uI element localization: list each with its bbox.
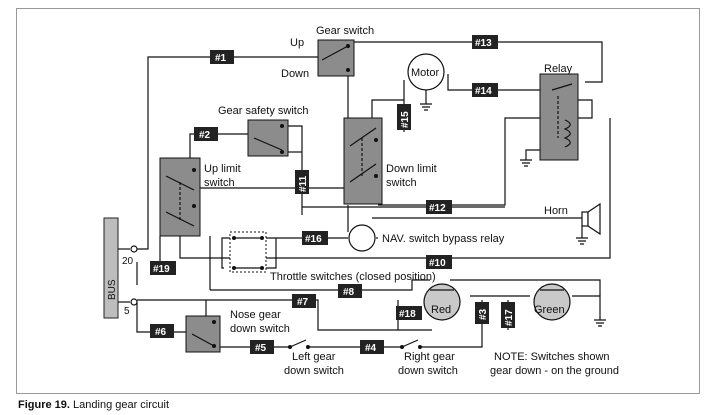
right-gear-down-switch: Right gear down switch: [398, 339, 458, 377]
svg-text:#3: #3: [478, 308, 489, 320]
down-limit-switch-label-2: switch: [386, 177, 417, 189]
wire-tag-5: #5: [250, 340, 274, 354]
wire-tag-3: #3: [475, 302, 489, 324]
svg-text:#8: #8: [343, 287, 355, 298]
note-line-1: NOTE: Switches shown: [494, 351, 610, 363]
wire-tag-17: #17: [501, 302, 515, 328]
up-limit-switch-label-2: switch: [204, 177, 235, 189]
nose-gear-label-1: Nose gear: [230, 309, 281, 321]
wire-tag-19: #19: [150, 261, 176, 275]
left-gear-label-2: down switch: [284, 365, 344, 377]
right-gear-label-2: down switch: [398, 365, 458, 377]
wire-tag-11: #11: [295, 170, 309, 194]
note-line-2: gear down - on the ground: [490, 365, 619, 377]
svg-text:#10: #10: [429, 258, 446, 269]
svg-text:#18: #18: [399, 309, 416, 320]
up-limit-switch-label-1: Up limit: [204, 163, 241, 175]
svg-text:#15: #15: [400, 111, 411, 128]
down-limit-switch: Down limit switch: [343, 117, 437, 205]
up-limit-switch: Up limit switch: [159, 157, 241, 237]
horn: Horn: [544, 202, 601, 236]
svg-text:#1: #1: [215, 53, 227, 64]
figure-title: Landing gear circuit: [73, 399, 170, 411]
motor: Motor: [407, 53, 445, 91]
red-light-label: Red: [431, 304, 451, 316]
red-indicator-light: Red: [423, 283, 461, 321]
relay: Relay: [539, 63, 579, 161]
nav-switch-bypass-relay: NAV. switch bypass relay: [348, 224, 505, 252]
svg-text:#11: #11: [298, 175, 309, 192]
left-gear-down-switch: Left gear down switch: [284, 339, 344, 377]
nose-gear-label-2: down switch: [230, 323, 290, 335]
svg-text:#7: #7: [297, 297, 309, 308]
svg-text:#12: #12: [429, 203, 446, 214]
gear-safety-switch: Gear safety switch: [218, 105, 308, 157]
nav-bypass-label: NAV. switch bypass relay: [382, 233, 505, 245]
svg-text:#5: #5: [255, 343, 267, 354]
down-limit-switch-label-1: Down limit: [386, 163, 437, 175]
wire-tag-13: #13: [472, 35, 498, 49]
wire-tag-18: #18: [396, 306, 422, 320]
green-indicator-light: Green: [533, 283, 571, 321]
svg-text:#6: #6: [155, 327, 167, 338]
gear-switch-up-label: Up: [290, 37, 304, 49]
relay-label: Relay: [544, 63, 573, 75]
throttle-switches: Throttle switches (closed position): [229, 231, 436, 283]
svg-text:#13: #13: [475, 38, 492, 49]
green-light-label: Green: [534, 304, 565, 316]
throttle-switches-label: Throttle switches (closed position): [270, 271, 436, 283]
breaker-5-label: 5: [124, 306, 130, 317]
svg-text:#16: #16: [305, 234, 322, 245]
gear-switch: Gear switch Up Down: [281, 25, 374, 80]
motor-label: Motor: [411, 67, 439, 79]
wire-tag-2: #2: [194, 127, 218, 141]
wire-tag-16: #16: [302, 231, 328, 245]
right-gear-label-1: Right gear: [404, 351, 455, 363]
wire-tag-1: #1: [210, 50, 234, 64]
wire-tag-15: #15: [397, 104, 411, 130]
wire-tags: #1 #13 #14 #2 #15 #11 #12 #16 #10 #19 #8…: [150, 35, 515, 354]
svg-text:#4: #4: [365, 343, 377, 354]
wire-tag-4: #4: [360, 340, 384, 354]
bus-bar: BUS 20 5: [103, 217, 138, 319]
wire-tag-10: #10: [426, 255, 452, 269]
breaker-20-label: 20: [122, 256, 134, 267]
note: NOTE: Switches shown gear down - on the …: [490, 351, 619, 377]
gear-switch-down-label: Down: [281, 68, 309, 80]
bus-label: BUS: [107, 279, 118, 300]
wire-tag-14: #14: [472, 83, 498, 97]
svg-text:#2: #2: [199, 130, 211, 141]
figure-caption: Figure 19. Landing gear circuit: [18, 399, 169, 411]
horn-label: Horn: [544, 205, 568, 217]
wire-tag-12: #12: [426, 200, 452, 214]
figure-number: Figure 19.: [18, 399, 70, 411]
svg-text:#19: #19: [153, 264, 170, 275]
gear-safety-switch-label: Gear safety switch: [218, 105, 308, 117]
wire-tag-7: #7: [292, 294, 316, 308]
svg-text:#14: #14: [475, 86, 492, 97]
gear-switch-label: Gear switch: [316, 25, 374, 37]
left-gear-label-1: Left gear: [292, 351, 336, 363]
nose-gear-down-switch: Nose gear down switch: [185, 309, 290, 353]
svg-text:#17: #17: [504, 309, 515, 326]
wire-tag-8: #8: [338, 284, 362, 298]
wire-tag-6: #6: [150, 324, 174, 338]
